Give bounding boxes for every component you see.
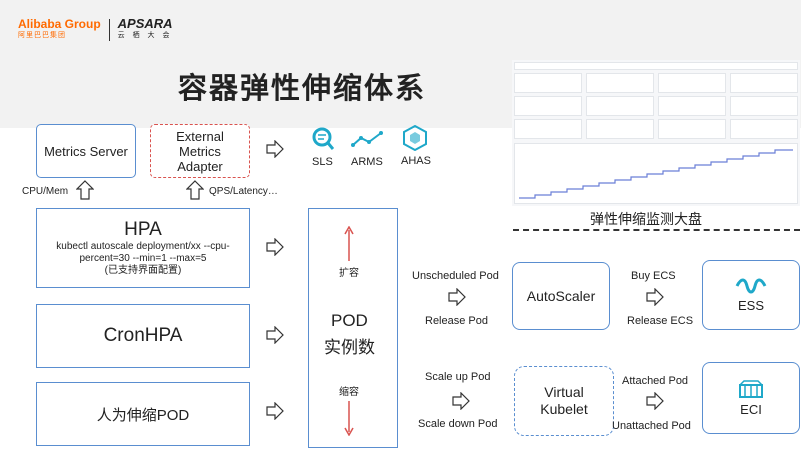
apsara-logo-cn: 云 栖 大 会 xyxy=(117,32,173,39)
dashboard-chart-panel xyxy=(514,143,798,204)
hpa-command-line2: percent=30 --min=1 --max=5 xyxy=(79,253,207,264)
scale-up-label: 扩容 xyxy=(339,268,359,279)
arrow-right-icon xyxy=(448,288,466,306)
service-label-arms: ARMS xyxy=(351,156,383,168)
eci-icon xyxy=(739,380,763,398)
scale-up-arrow-icon xyxy=(344,226,354,261)
ess-label: ESS xyxy=(737,298,764,313)
hpa-title: HPA xyxy=(124,219,162,240)
dashboard-divider xyxy=(513,229,800,231)
unscheduled-pod-label: Unscheduled Pod xyxy=(412,270,499,282)
ahas-icon xyxy=(403,125,427,151)
hpa-command-line1: kubectl autoscale deployment/xx --cpu- xyxy=(56,241,230,252)
service-label-sls: SLS xyxy=(312,156,333,168)
dashboard-panel xyxy=(586,119,654,139)
arrow-right-icon xyxy=(266,402,284,420)
dashboard-panel xyxy=(586,73,654,93)
dashboard-panel xyxy=(658,73,726,93)
scale-down-pod-label: Scale down Pod xyxy=(418,418,498,430)
dashboard-panel xyxy=(730,96,798,116)
arrow-right-icon xyxy=(266,326,284,344)
external-metrics-adapter-box: External Metrics Adapter xyxy=(150,124,250,178)
scale-down-arrow-icon xyxy=(344,401,354,436)
unattached-pod-label: Unattached Pod xyxy=(612,420,691,432)
hpa-note: (已支持界面配置) xyxy=(104,265,182,276)
eci-label: ECI xyxy=(740,402,762,417)
cronhpa-label: CronHPA xyxy=(103,325,183,346)
pod-title: POD xyxy=(331,311,368,330)
alibaba-logo: Alibaba Group 阿里巴巴集团 xyxy=(18,18,101,42)
qps-latency-label: QPS/Latency… xyxy=(209,186,278,197)
logo: Alibaba Group 阿里巴巴集团 APSARA 云 栖 大 会 xyxy=(18,16,173,42)
virtual-kubelet-line2: Kubelet xyxy=(540,401,588,417)
external-adapter-line2: Metrics xyxy=(179,143,221,159)
arrow-right-icon xyxy=(266,238,284,256)
eci-box: ECI xyxy=(702,362,800,434)
apsara-logo: APSARA 云 栖 大 会 xyxy=(117,16,173,42)
scale-up-pod-label: Scale up Pod xyxy=(425,371,491,383)
arrow-right-icon xyxy=(266,140,284,158)
dashboard-panel xyxy=(730,73,798,93)
arrow-right-icon xyxy=(646,288,664,306)
manual-scaling-label: 人为伸缩POD xyxy=(96,406,190,424)
release-pod-label: Release Pod xyxy=(425,315,488,327)
cpu-mem-label: CPU/Mem xyxy=(22,186,69,197)
hpa-box: HPA kubectl autoscale deployment/xx --cp… xyxy=(36,208,250,288)
dashboard-panel xyxy=(658,119,726,139)
autoscaler-box: AutoScaler xyxy=(512,262,610,330)
dashboard-thumbnail xyxy=(512,60,800,206)
metrics-server-label: Metrics Server xyxy=(44,143,128,159)
attached-pod-label: Attached Pod xyxy=(622,375,689,387)
external-adapter-line3: Adapter xyxy=(177,158,223,174)
arrow-up-icon xyxy=(186,180,204,200)
autoscaler-label: AutoScaler xyxy=(526,288,596,304)
sls-icon xyxy=(312,127,334,150)
alibaba-logo-cn: 阿里巴巴集团 xyxy=(18,32,66,39)
dashboard-staircase-chart xyxy=(519,149,793,199)
virtual-kubelet-line1: Virtual xyxy=(544,384,584,400)
ess-box: ESS xyxy=(702,260,800,330)
dashboard-caption: 弹性伸缩监测大盘 xyxy=(590,212,702,228)
arms-icon xyxy=(351,131,383,147)
dashboard-panel xyxy=(514,96,582,116)
dashboard-panel xyxy=(586,96,654,116)
dashboard-toolbar xyxy=(514,62,798,70)
buy-ecs-label: Buy ECS xyxy=(631,270,676,282)
cronhpa-box: CronHPA xyxy=(36,304,250,368)
dashboard-panel xyxy=(658,96,726,116)
pod-subtitle: 实例数 xyxy=(324,338,375,357)
pod-count-box xyxy=(308,208,398,448)
virtual-kubelet-box: Virtual Kubelet xyxy=(514,366,614,436)
arrow-right-icon xyxy=(452,392,470,410)
alibaba-logo-text: Alibaba Group xyxy=(18,17,101,31)
dashboard-panel xyxy=(730,119,798,139)
apsara-logo-text: APSARA xyxy=(117,16,173,31)
dashboard-panel xyxy=(514,73,582,93)
dashboard-panel xyxy=(514,119,582,139)
service-label-ahas: AHAS xyxy=(401,155,431,167)
scale-down-label: 缩容 xyxy=(339,387,359,398)
manual-scaling-box: 人为伸缩POD xyxy=(36,382,250,446)
release-ecs-label: Release ECS xyxy=(627,315,694,327)
arrow-up-icon xyxy=(76,180,94,200)
arrow-right-icon xyxy=(646,392,664,410)
page-title: 容器弹性伸缩体系 xyxy=(178,71,427,105)
metrics-server-box: Metrics Server xyxy=(36,124,136,178)
logo-divider xyxy=(108,19,110,41)
external-adapter-line1: External xyxy=(176,128,224,144)
ess-icon xyxy=(735,278,767,294)
